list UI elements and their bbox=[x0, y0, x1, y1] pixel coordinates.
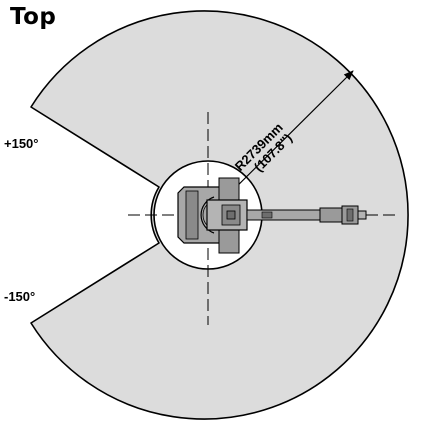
view-title: Top bbox=[10, 4, 57, 30]
angle-label-positive: +150° bbox=[4, 136, 39, 151]
robot-wrist bbox=[341, 205, 367, 225]
angle-label-negative: -150° bbox=[4, 289, 36, 304]
robot-arm bbox=[246, 207, 343, 223]
